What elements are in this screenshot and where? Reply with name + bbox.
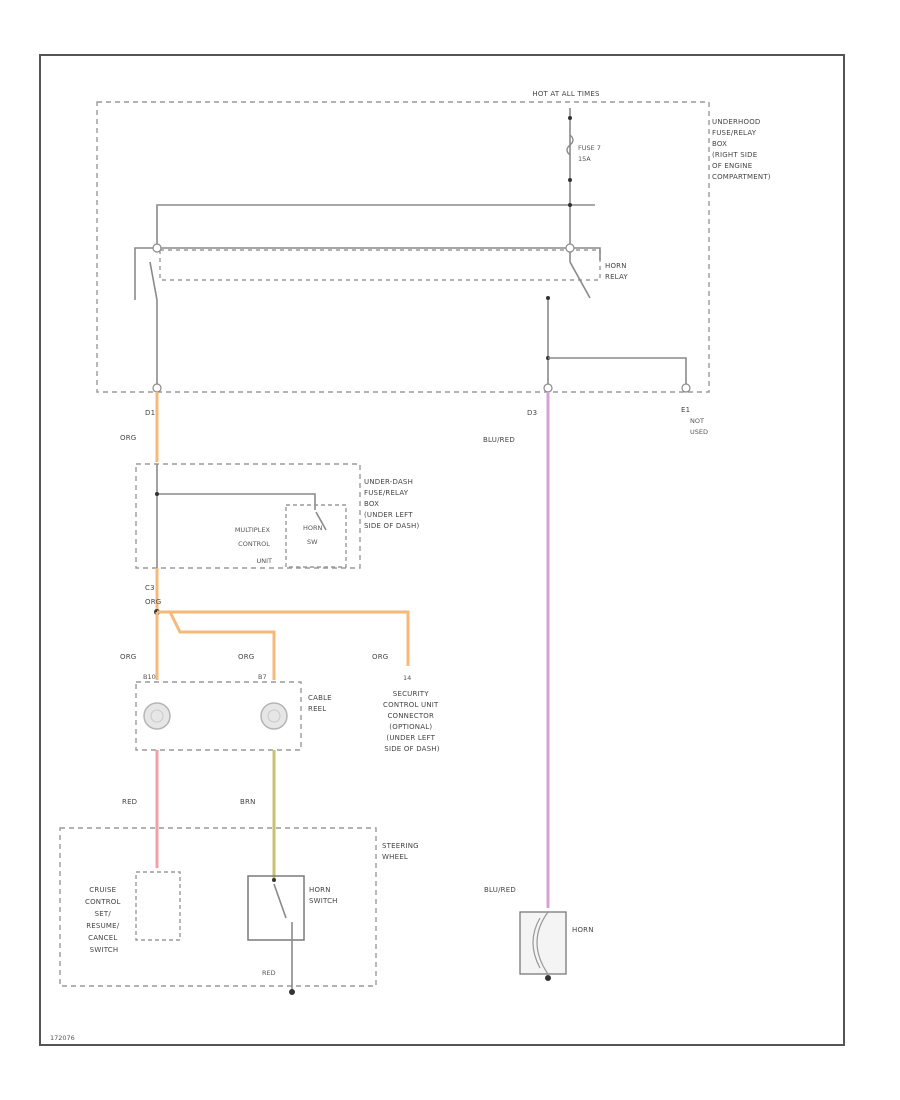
org-label-upper: ORG (120, 434, 136, 442)
horn-sw-feed-wire (157, 493, 316, 510)
horn-bell-icon (532, 911, 549, 975)
org-label-b10: ORG (120, 653, 136, 661)
underhood-box-outline (96, 101, 710, 393)
left-relay-terminal-icon (152, 243, 162, 253)
cable-reel-b10-inner-icon (150, 709, 164, 723)
cruise-switch-label: CRUISE CONTROL SET/ RESUME/ CANCEL SWITC… (85, 886, 123, 954)
e1-label: E1 (681, 406, 690, 414)
cable-reel-outline (135, 681, 302, 751)
horn-switch-ground-node (289, 989, 295, 995)
relay-switch-arm (569, 261, 591, 299)
cruise-switch-outline (135, 871, 181, 941)
relay-coil-bus (134, 247, 601, 300)
horn-switch-label: HORN SWITCH (309, 886, 338, 905)
horn-sw-label: HORN SW (303, 524, 324, 546)
steering-wheel-label: STEERING WHEEL (382, 842, 421, 861)
cable-reel-b7-inner-icon (267, 709, 281, 723)
d1-label: D1 (145, 409, 155, 417)
relay-terminal-icon (565, 243, 575, 253)
horn-relay-label: HORN RELAY (605, 262, 629, 281)
diagram-frame (39, 54, 845, 1046)
underhood-box-label: UNDERHOOD FUSE/RELAY BOX (RIGHT SIDE OF … (712, 118, 771, 181)
blk-label: RED (262, 969, 276, 977)
horn-output-node (546, 296, 550, 300)
not-used-branch-wire (548, 357, 687, 388)
red-label: RED (122, 798, 137, 806)
top-bus-wire (156, 204, 595, 250)
hot-at-all-times-label: HOT AT ALL TIMES (532, 90, 600, 98)
fuse-symbol (566, 134, 574, 156)
horn-switch-top-node (272, 878, 276, 882)
under-dash-box-outline (135, 463, 361, 569)
feed-node (568, 116, 572, 120)
under-dash-node (155, 492, 159, 496)
horn-body-icon (519, 911, 567, 975)
c3-label: C3 (145, 584, 155, 592)
horn-ground-node (545, 975, 551, 981)
security-control-unit-label: SECURITY CONTROL UNIT CONNECTOR (OPTIONA… (383, 690, 441, 753)
bus-node (568, 203, 572, 207)
multiplex-control-unit-label: MULTIPLEX CONTROL UNIT (235, 526, 272, 565)
d1-terminal-icon (152, 383, 162, 393)
horn-sw-symbol (315, 511, 327, 531)
fuse-output-node (568, 178, 572, 182)
fuse-label: FUSE 7 (578, 144, 601, 152)
e1-terminal-icon (681, 383, 691, 393)
pin14-label: 14 (403, 674, 411, 682)
d3-label: D3 (527, 409, 537, 417)
org-label-b7: ORG (238, 653, 254, 661)
org-wire-to-security (157, 610, 410, 666)
org-label-security: ORG (372, 653, 388, 661)
b10-label: B10 (143, 673, 156, 681)
steering-wheel-outline (59, 827, 377, 987)
horn-switch-arm (273, 883, 287, 919)
under-dash-box-label: UNDER-DASH FUSE/RELAY BOX (UNDER LEFT SI… (364, 478, 419, 530)
cable-reel-b7-icon (260, 702, 288, 730)
brn-label: BRN (240, 798, 256, 806)
blured-label-lower: BLU/RED (484, 886, 516, 894)
horn-switch-box (247, 875, 305, 941)
not-used-label: NOT USED (690, 417, 708, 436)
horn-label: HORN (572, 926, 594, 934)
b7-label: B7 (258, 673, 267, 681)
fuse-amp-label: 15A (578, 155, 591, 163)
horn-sw-outline (285, 504, 347, 568)
diagram-code: 172076 (50, 1034, 75, 1042)
blured-label-upper: BLU/RED (483, 436, 515, 444)
left-relay-switch (149, 261, 158, 301)
org-label-c3: ORG (145, 598, 161, 606)
cable-reel-label: CABLE REEL (308, 694, 334, 713)
org-wire-to-b7 (168, 611, 276, 680)
cable-reel-b10-icon (143, 702, 171, 730)
horn-relay-outline (159, 249, 601, 281)
d3-terminal-icon (543, 383, 553, 393)
